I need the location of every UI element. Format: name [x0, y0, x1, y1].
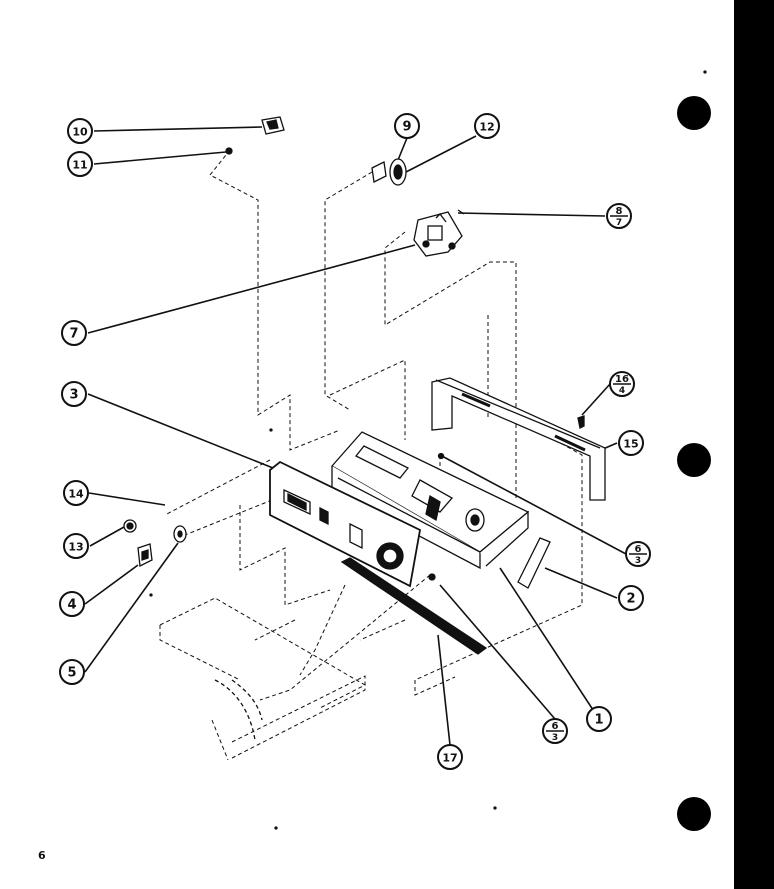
callout-circle	[61, 381, 87, 407]
callout-numerator: 8	[616, 206, 623, 217]
callout-c5: 5	[59, 659, 85, 685]
binder-hole-icon	[677, 797, 711, 831]
callout-c14: 14	[63, 480, 89, 506]
callout-circle	[61, 320, 87, 346]
callout-number: 15	[623, 438, 638, 451]
part-4-button-icon	[137, 543, 153, 567]
callout-denominator: 4	[619, 386, 625, 396]
callout-c11: 11	[67, 151, 93, 177]
callout-c7: 7	[61, 320, 87, 346]
speck	[269, 428, 273, 432]
callout-circle	[394, 113, 420, 139]
callout-circle	[67, 151, 93, 177]
callout-circle	[474, 113, 500, 139]
callout-c6b: 63	[542, 718, 568, 744]
speck	[703, 70, 707, 74]
callout-circle	[59, 659, 85, 685]
part-9-knob-icon	[371, 158, 407, 186]
part-5-washer-icon	[173, 525, 187, 543]
callout-c3: 3	[61, 381, 87, 407]
callout-c2: 2	[618, 585, 644, 611]
binder-hole-icon	[677, 96, 711, 130]
cabinet-top-outline	[231, 679, 263, 721]
callout-c12: 12	[474, 113, 500, 139]
callout-c4: 4	[59, 591, 85, 617]
callout-c16: 164	[609, 371, 635, 397]
part-15-bracket-icon	[431, 377, 606, 501]
part-11-screw-icon	[225, 147, 233, 155]
part-1-console-icon	[330, 431, 530, 570]
part-6-screw-icon	[437, 452, 445, 460]
part-3-panel-icon	[269, 460, 422, 588]
part-6-screw-icon	[428, 573, 436, 581]
callout-numerator: 6	[635, 544, 642, 555]
callout-number: 17	[442, 752, 457, 765]
callout-denominator: 3	[552, 733, 558, 743]
callout-circle	[59, 591, 85, 617]
part-16-screw-icon	[577, 415, 585, 429]
callout-denominator: 3	[635, 556, 641, 566]
callout-number: 1	[594, 713, 603, 728]
leader-lines	[84, 126, 627, 746]
callout-denominator: 7	[616, 218, 622, 228]
callout-number: 10	[72, 126, 88, 139]
callout-circle	[63, 480, 89, 506]
callout-circle	[618, 430, 644, 456]
callout-number: 3	[69, 388, 78, 403]
callout-c1: 1	[586, 706, 612, 732]
part-7-timer-icon	[413, 209, 465, 257]
page-number: 6	[38, 849, 46, 862]
callout-number: 5	[67, 666, 76, 681]
part-2-trim-icon	[517, 537, 551, 589]
speck	[493, 806, 497, 810]
speck	[274, 826, 278, 830]
callout-circle	[586, 706, 612, 732]
callout-circle	[437, 744, 463, 770]
callout-number: 12	[479, 121, 494, 134]
callout-c13: 13	[63, 533, 89, 559]
callout-c6a: 63	[625, 541, 651, 567]
callout-c17: 17	[437, 744, 463, 770]
part-17-gasket-icon	[340, 557, 488, 655]
binder-hole-icon	[677, 443, 711, 477]
callout-number: 14	[68, 488, 84, 501]
part-10-clip-icon	[261, 116, 285, 135]
binder-edge	[734, 0, 774, 889]
callout-number: 13	[68, 541, 83, 554]
part-13-button-icon	[123, 519, 137, 533]
cabinet-top-outline	[214, 679, 256, 741]
callout-c8: 87	[606, 203, 632, 229]
callout-number: 9	[402, 120, 411, 135]
callout-c10: 10	[67, 118, 93, 144]
callout-circle	[63, 533, 89, 559]
callout-numerator: 16	[615, 374, 629, 385]
callout-number: 11	[72, 159, 87, 172]
callout-circle	[67, 118, 93, 144]
callout-number: 7	[69, 327, 78, 342]
callout-c9: 9	[394, 113, 420, 139]
callout-c15: 15	[618, 430, 644, 456]
callout-number: 2	[626, 592, 635, 607]
callout-number: 4	[67, 598, 76, 613]
speck	[149, 593, 153, 597]
drawing	[84, 70, 707, 830]
callout-circle	[618, 585, 644, 611]
callout-numerator: 6	[552, 721, 559, 732]
